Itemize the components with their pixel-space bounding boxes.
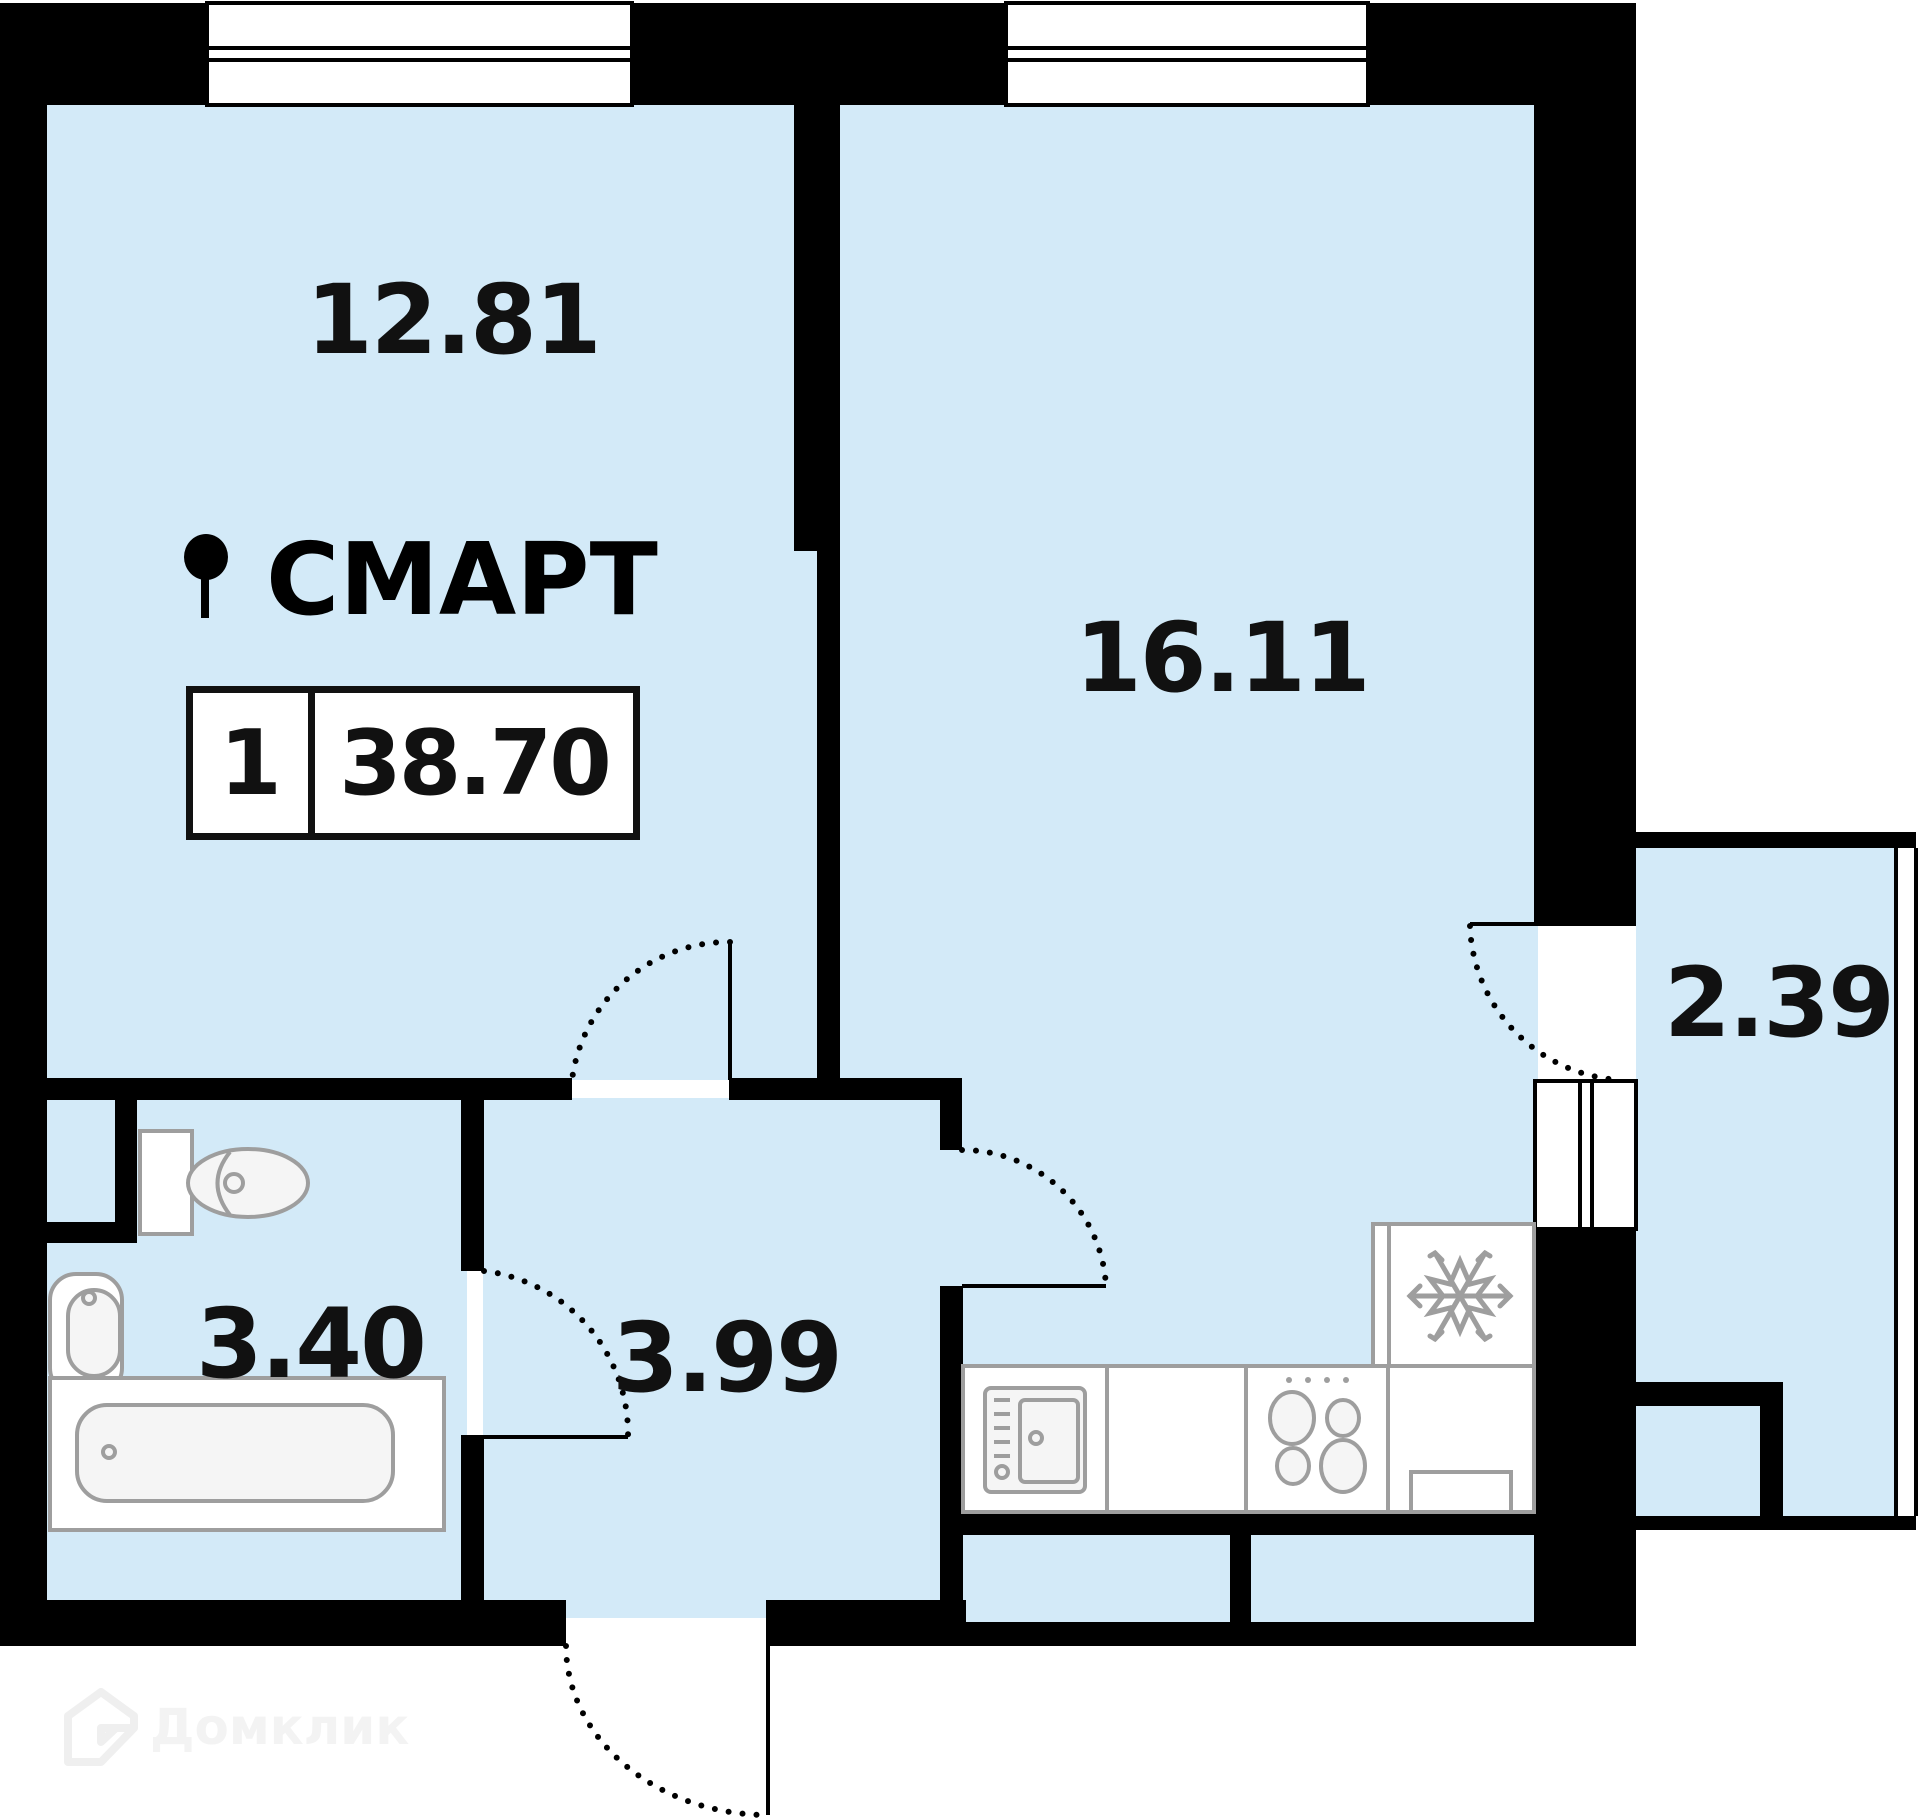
kitchen-area-label: 16.11 <box>1075 602 1371 714</box>
hallway-floor <box>483 1098 963 1618</box>
bathroom-area-label: 3.40 <box>196 1288 427 1400</box>
balcony-glazing <box>1898 848 1914 1516</box>
bedroom-door-swing <box>569 938 733 1083</box>
room-count: 1 <box>193 693 315 833</box>
watermark: Домклик <box>64 1688 409 1766</box>
bedroom-area-label: 12.81 <box>306 264 602 376</box>
sink-basin-icon <box>983 1386 1087 1494</box>
stove-icon <box>1268 1377 1367 1494</box>
oven-icon <box>1409 1470 1513 1514</box>
snowflake-icon <box>1406 1249 1514 1343</box>
window-kitchen <box>1004 1 1370 107</box>
doors <box>481 922 1623 1818</box>
apartment-summary: 1 38.70 <box>186 686 640 840</box>
balcony-door-frame <box>1533 1079 1638 1231</box>
bathroom-fixtures <box>48 1129 446 1532</box>
entry-door-swing <box>563 1643 771 1818</box>
bedroom-floor <box>47 105 827 1080</box>
bathroom-door-swing <box>481 1268 632 1440</box>
toilet-tank <box>138 1129 194 1236</box>
kitchen-fixtures <box>961 1222 1536 1514</box>
window-bedroom <box>205 1 634 107</box>
house-logo-icon <box>64 1688 138 1766</box>
brand-text: СМАРТ <box>266 521 658 638</box>
total-area: 38.70 <box>339 710 612 816</box>
toilet-bowl-icon <box>186 1147 310 1219</box>
kitchen-door-swing <box>959 1146 1109 1289</box>
hallway-area-label: 3.99 <box>612 1302 843 1414</box>
brand-label: СМАРТ <box>184 530 658 630</box>
pin-icon <box>184 534 230 626</box>
balcony-area-label: 2.39 <box>1664 947 1895 1059</box>
watermark-text: Домклик <box>150 1698 410 1756</box>
